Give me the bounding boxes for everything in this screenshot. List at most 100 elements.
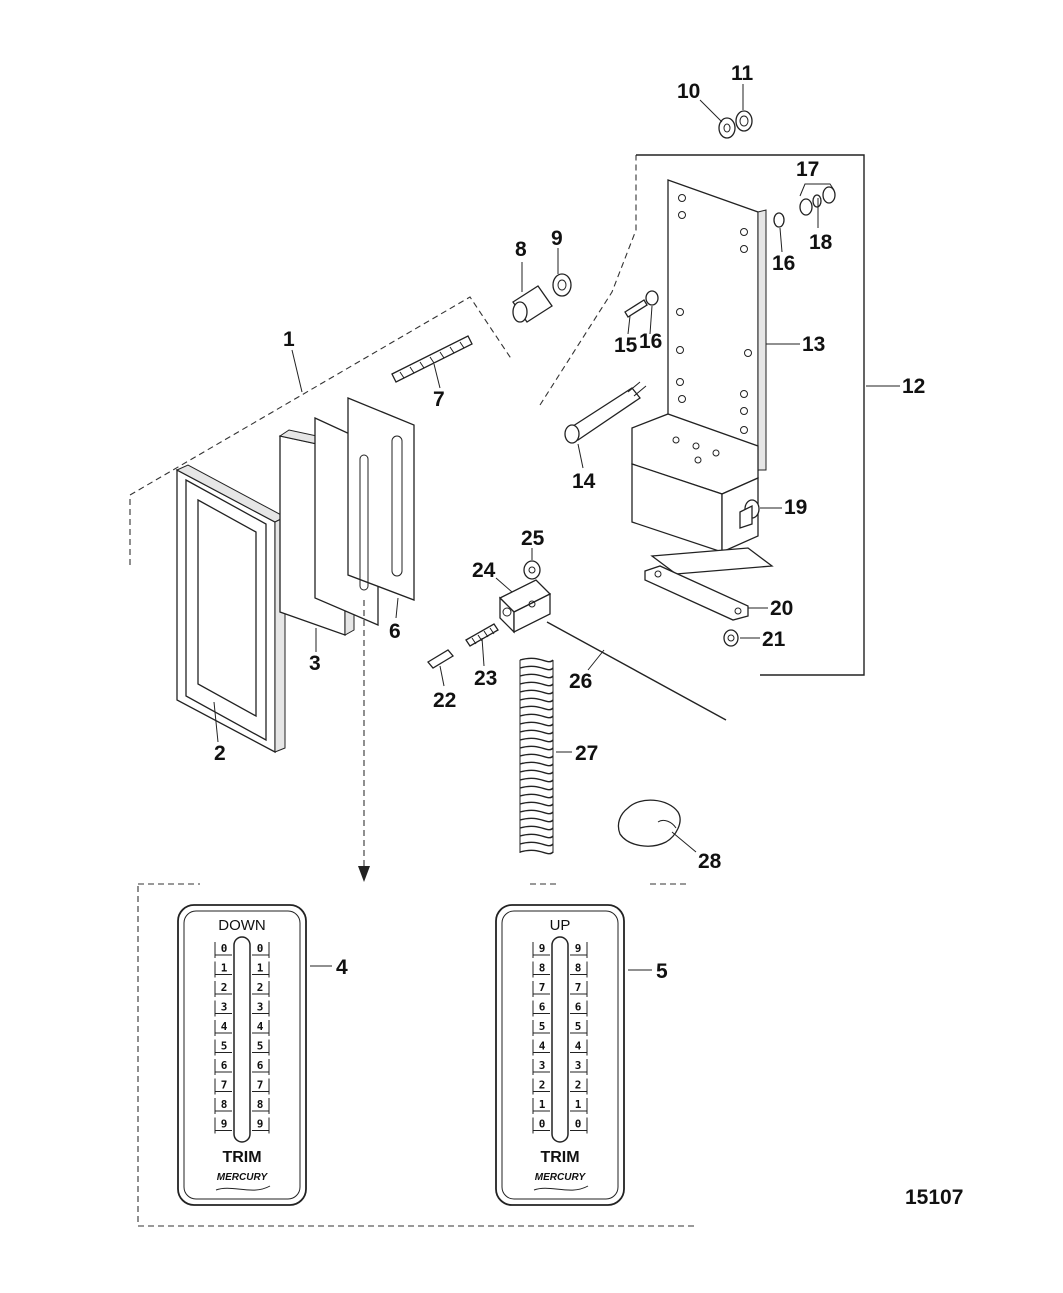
- decal-up-header: UP: [550, 917, 571, 934]
- decal-down-tick-label: 7: [257, 1079, 264, 1092]
- decal-down-tick-label: 9: [257, 1118, 264, 1131]
- callout-11: 11: [731, 62, 754, 85]
- decal-down-tick-label: 0: [257, 942, 264, 955]
- decal-up-tick-label: 7: [539, 981, 546, 994]
- callout-27: 27: [575, 742, 598, 765]
- nut-part-21: [723, 629, 739, 647]
- decal-up-tick-label: 0: [539, 1118, 546, 1131]
- decal-up-tick-label: 2: [539, 1079, 546, 1092]
- callout-18: 18: [809, 231, 833, 254]
- callout-23: 23: [474, 667, 497, 690]
- decal-up-tick-label: 8: [539, 962, 546, 975]
- callout-20: 20: [770, 597, 793, 620]
- pointer-wire-part-26: [546, 621, 727, 721]
- callout-14: 14: [572, 470, 596, 493]
- callout-22: 22: [433, 689, 456, 712]
- decal-up-tick-label: 7: [575, 981, 582, 994]
- washer-part-10: [718, 117, 736, 139]
- leader-lines: [213, 84, 900, 971]
- decal-down-tick-label: 4: [221, 1020, 228, 1033]
- threaded-stud-part-7: [391, 335, 473, 383]
- assembly-1-bracket: [129, 296, 513, 565]
- decal-down-tick-label: 7: [221, 1079, 228, 1092]
- decal-down-tick-label: 1: [257, 962, 264, 975]
- nut-part-9: [552, 273, 572, 297]
- block-part-24: [498, 579, 552, 634]
- decal-down-tick-label: 2: [221, 981, 228, 994]
- decal-down-tick-label: 5: [257, 1040, 264, 1053]
- decal-up-footer: TRIM: [540, 1149, 579, 1166]
- mounting-bracket-part-13: [631, 179, 774, 575]
- backing-plates-part-6: [314, 397, 415, 626]
- decal-up-tick-label: 5: [539, 1020, 546, 1033]
- decal-reference-arrow: [358, 600, 370, 882]
- set-screw-part-23: [465, 623, 499, 647]
- decal-up-tick-label: 6: [539, 1001, 546, 1014]
- decal-down-tick-label: 2: [257, 981, 264, 994]
- screw-part-15: [624, 299, 648, 318]
- decal-up-tick-label: 9: [539, 942, 546, 955]
- callout-25: 25: [521, 527, 545, 550]
- callout-6: 6: [389, 620, 401, 643]
- decal-down-tick-label: 9: [221, 1118, 228, 1131]
- callout-16-a: 16: [639, 330, 662, 353]
- callout-3: 3: [309, 652, 321, 675]
- callout-16-b: 16: [772, 252, 795, 275]
- decal-down-tick-label: 6: [257, 1059, 264, 1072]
- bezel-frame-part-2: [175, 464, 287, 754]
- thumb-screw-part-19: [739, 499, 760, 529]
- decal-up-tick-label: 2: [575, 1079, 582, 1092]
- decal-up-tick-label: 5: [575, 1020, 582, 1033]
- decal-up-tick-label: 9: [575, 942, 582, 955]
- callout-5: 5: [656, 960, 668, 983]
- callout-4: 4: [336, 956, 348, 979]
- figure-number: 15107: [905, 1186, 963, 1209]
- decal-down-tick-label: 3: [257, 1001, 264, 1014]
- bushing-part-8: [512, 285, 553, 323]
- decal-up-tick-label: 8: [575, 962, 582, 975]
- decal-up-tick-label: 0: [575, 1118, 582, 1131]
- callout-2: 2: [214, 742, 226, 765]
- assembly-12-bracket: [539, 154, 865, 676]
- decal-down-tick-label: 3: [221, 1001, 228, 1014]
- callout-17: 17: [796, 158, 819, 181]
- decal-down-brand: MERCURY: [217, 1172, 269, 1183]
- decal-up-tick-label: 1: [575, 1098, 582, 1111]
- callout-26: 26: [569, 670, 592, 693]
- spring-part-27: [519, 657, 554, 855]
- decal-down-footer: TRIM: [222, 1149, 261, 1166]
- callout-12: 12: [902, 375, 925, 398]
- knob-part-28: [617, 799, 681, 847]
- strap-part-20: [644, 565, 749, 621]
- callout-9: 9: [551, 227, 563, 250]
- washer-part-16-b: [773, 212, 785, 228]
- decal-down-tick-label: 6: [221, 1059, 228, 1072]
- decal-up-brand: MERCURY: [535, 1172, 587, 1183]
- decal-down-tick-label: 8: [221, 1098, 228, 1111]
- pin-part-14: [564, 381, 647, 444]
- callout-28: 28: [698, 850, 722, 873]
- decal-down-header: DOWN: [218, 917, 266, 934]
- decal-down-tick-label: 8: [257, 1098, 264, 1111]
- callout-8: 8: [515, 238, 527, 261]
- decal-down-tick-label: 5: [221, 1040, 228, 1053]
- decal-up-tick-label: 1: [539, 1098, 546, 1111]
- decal-down-tick-label: 4: [257, 1020, 264, 1033]
- pin-part-22: [427, 649, 454, 669]
- callout-13: 13: [802, 333, 825, 356]
- callout-15: 15: [614, 334, 638, 357]
- callout-1: 1: [283, 328, 295, 351]
- callout-24: 24: [472, 559, 496, 582]
- nut-part-11: [735, 110, 753, 132]
- decal-up-tick-label: 3: [539, 1059, 546, 1072]
- callout-7: 7: [433, 388, 445, 411]
- decal-up-tick-label: 3: [575, 1059, 582, 1072]
- decal-up-tick-label: 4: [575, 1040, 582, 1053]
- washer-part-16-a: [645, 290, 659, 306]
- callout-19: 19: [784, 496, 807, 519]
